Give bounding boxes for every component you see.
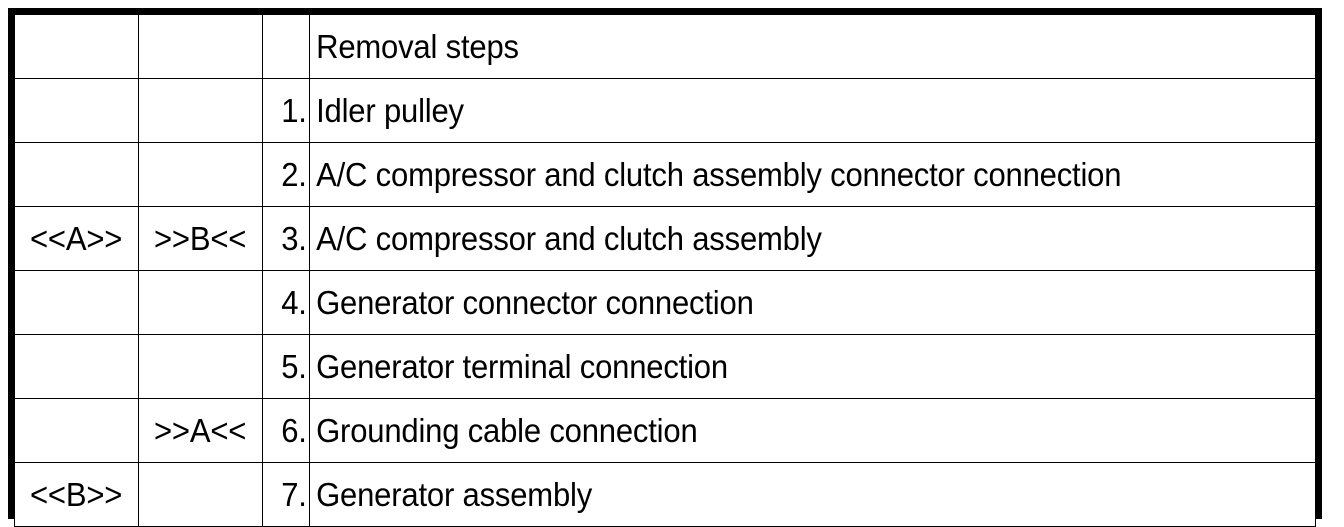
cell-mark-a (14, 270, 132, 335)
table-row: 5. Generator terminal connection (14, 334, 1316, 399)
cell-mark-a: <<A>> (14, 206, 132, 271)
cell-mark-a: <<B>> (14, 462, 132, 527)
table-row: <<B>> 7. Generator assembly (14, 462, 1316, 527)
cell-step-number: 5. (262, 334, 308, 399)
table-row: 4. Generator connector connection (14, 270, 1316, 335)
cell-mark-b: >>A<< (138, 398, 256, 463)
header-cell-mark-a (14, 14, 132, 79)
cell-mark-a (14, 142, 132, 207)
cell-mark-b (138, 142, 256, 207)
table-row: 2. A/C compressor and clutch assembly co… (14, 142, 1316, 207)
cell-step-number: 6. (262, 398, 308, 463)
cell-step-description: A/C compressor and clutch assembly conne… (309, 142, 1256, 207)
removal-steps-table: Removal steps 1. Idler pulley 2. A/C com… (14, 14, 1316, 527)
cell-mark-a (14, 78, 132, 143)
cell-step-number: 7. (262, 462, 308, 527)
cell-mark-b (138, 334, 256, 399)
cell-step-description: Grounding cable connection (309, 398, 1256, 463)
cell-step-number: 3. (262, 206, 308, 271)
cell-step-number: 2. (262, 142, 308, 207)
table-row: 1. Idler pulley (14, 78, 1316, 143)
cell-step-number: 1. (262, 78, 308, 143)
cell-step-description: Generator terminal connection (309, 334, 1256, 399)
cell-step-description: Generator assembly (309, 462, 1256, 527)
table-row: >>A<< 6. Grounding cable connection (14, 398, 1316, 463)
cell-step-description: A/C compressor and clutch assembly (309, 206, 1256, 271)
cell-mark-a (14, 334, 132, 399)
cell-step-description: Idler pulley (309, 78, 1256, 143)
table-body: Removal steps 1. Idler pulley 2. A/C com… (14, 14, 1316, 527)
cell-mark-b (138, 78, 256, 143)
cell-step-description: Generator connector connection (309, 270, 1256, 335)
cell-mark-b (138, 462, 256, 527)
cell-mark-b (138, 270, 256, 335)
cell-mark-b: >>B<< (138, 206, 256, 271)
header-cell-mark-b (138, 14, 256, 79)
cell-step-number: 4. (262, 270, 308, 335)
header-cell-number (262, 14, 308, 79)
removal-steps-table-frame: Removal steps 1. Idler pulley 2. A/C com… (8, 8, 1322, 527)
cell-mark-a (14, 398, 132, 463)
table-row: <<A>> >>B<< 3. A/C compressor and clutch… (14, 206, 1316, 271)
header-cell-removal-steps: Removal steps (309, 14, 1256, 79)
table-header-row: Removal steps (14, 14, 1316, 79)
